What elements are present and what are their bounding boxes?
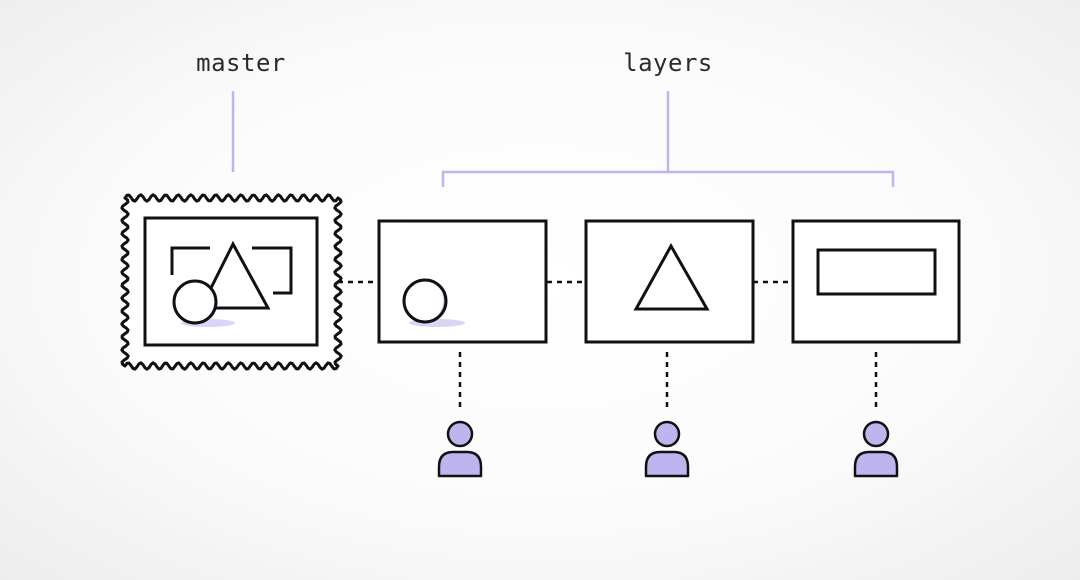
layer-frame-1 (377, 219, 548, 344)
master-bracket-frame-icon (170, 246, 293, 295)
user-icon (644, 420, 690, 478)
master-frame (120, 193, 343, 371)
master-circle-icon (172, 279, 235, 327)
layer-2-triangle-icon (633, 242, 710, 311)
layer-3-rectangle-icon (816, 248, 937, 296)
layer-frame-3 (791, 219, 961, 344)
master-label: master (196, 49, 286, 77)
layers-label: layers (623, 49, 713, 77)
user-connectors (458, 352, 878, 412)
master-triangle-icon (198, 240, 271, 310)
layer-1-circle-icon (402, 278, 465, 327)
user-icon (853, 420, 899, 478)
user-icon (437, 420, 483, 478)
layers-bracket (441, 91, 895, 187)
layer-frame-2 (584, 219, 755, 344)
